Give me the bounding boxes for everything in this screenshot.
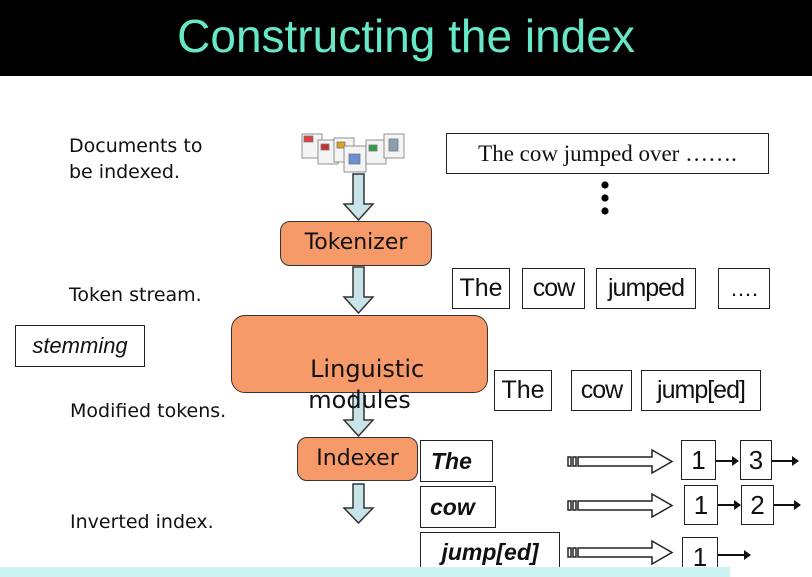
linguistic-modules-box: Linguistic modules bbox=[231, 315, 488, 414]
posting-text: 2 bbox=[750, 490, 765, 520]
posting-box: 1 bbox=[681, 440, 716, 480]
pointer-arrow-cow bbox=[577, 492, 674, 519]
modified-token-text: cow bbox=[580, 376, 623, 404]
token-box: …. bbox=[718, 268, 770, 309]
posting-pointer bbox=[718, 550, 751, 560]
posting-pointer bbox=[718, 500, 741, 510]
posting-box: 2 bbox=[741, 485, 774, 525]
linguistic-modules-label: Linguistic modules bbox=[308, 355, 425, 414]
index-term-text: cow bbox=[430, 494, 475, 520]
posting-pointer bbox=[772, 456, 799, 466]
posting-text: 1 bbox=[692, 542, 708, 572]
indexer-label: Indexer bbox=[316, 446, 399, 471]
token-box: cow bbox=[522, 268, 585, 309]
posting-pointer bbox=[774, 500, 801, 510]
arrow-indexer-to-index bbox=[342, 483, 375, 525]
modified-token-box: jump[ed] bbox=[641, 370, 761, 411]
token-box: jumped bbox=[596, 268, 696, 309]
token-text: …. bbox=[729, 276, 759, 301]
index-term-box: The bbox=[420, 440, 493, 482]
posting-box: 1 bbox=[684, 485, 718, 525]
tokenizer-label: Tokenizer bbox=[304, 230, 408, 255]
modified-token-text: The bbox=[501, 376, 545, 404]
posting-pointer bbox=[716, 456, 739, 466]
ellipsis-dot bbox=[601, 181, 609, 189]
arrow-linguistic-to-indexer bbox=[342, 391, 375, 438]
modified-token-box: cow bbox=[571, 370, 632, 411]
pointer-arrow-the bbox=[577, 448, 674, 475]
token-box: The bbox=[452, 268, 510, 309]
document-text-box: The cow jumped over ……. bbox=[446, 133, 769, 174]
modified-token-box: The bbox=[494, 370, 552, 411]
modified-token-text: jump[ed] bbox=[657, 376, 746, 404]
index-term-box: cow bbox=[420, 486, 496, 528]
documents-label: Documents to be indexed. bbox=[69, 135, 203, 183]
ellipsis-dot bbox=[601, 207, 609, 215]
modified-tokens-label: Modified tokens. bbox=[70, 400, 227, 422]
token-text: jumped bbox=[608, 274, 685, 302]
token-text: cow bbox=[532, 274, 575, 302]
inverted-index-label: Inverted index. bbox=[70, 511, 214, 533]
page-title: Constructing the index bbox=[177, 10, 635, 62]
posting-text: 1 bbox=[691, 445, 706, 475]
arrow-tokenizer-to-linguistic bbox=[342, 266, 375, 315]
stemming-label: stemming bbox=[15, 325, 145, 367]
ellipsis-dot bbox=[601, 194, 609, 202]
posting-box: 3 bbox=[740, 440, 772, 480]
posting-text: 3 bbox=[748, 445, 764, 475]
tokenizer-box: Tokenizer bbox=[280, 221, 432, 266]
token-text: The bbox=[459, 274, 503, 302]
index-term-box: jump[ed] bbox=[420, 532, 560, 572]
document-text: The cow jumped over ……. bbox=[478, 141, 737, 166]
pointer-arrow-jump bbox=[577, 539, 674, 566]
indexer-box: Indexer bbox=[297, 437, 418, 481]
posting-text: 1 bbox=[693, 490, 709, 520]
stemming-text: stemming bbox=[32, 333, 128, 358]
footer-strip bbox=[0, 567, 730, 577]
token-stream-label: Token stream. bbox=[69, 284, 202, 306]
index-term-text: The bbox=[431, 448, 472, 474]
title-bar bbox=[0, 0, 812, 76]
arrow-docs-to-tokenizer bbox=[342, 173, 375, 222]
index-term-text: jump[ed] bbox=[441, 539, 539, 565]
